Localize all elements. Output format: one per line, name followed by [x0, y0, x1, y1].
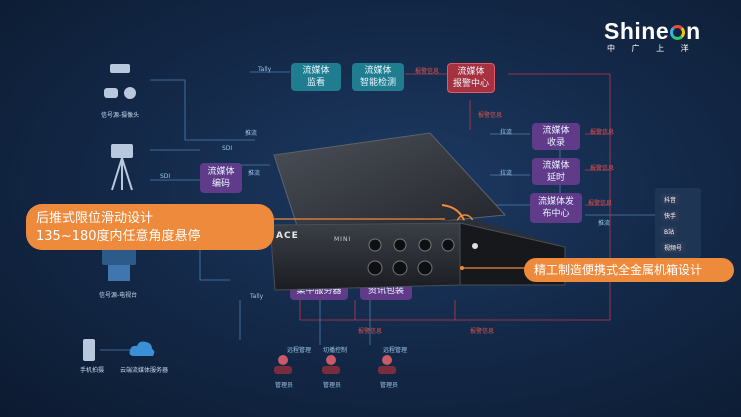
cloud-server-label: 云端流媒体服务器 — [120, 367, 169, 374]
push-label-1: 推流 — [245, 130, 258, 137]
push-label-2: 推流 — [248, 170, 261, 177]
alarm-center-box: 流媒体 报警中心 — [447, 63, 495, 93]
smart-detect-label: 流媒体 智能检测 — [359, 66, 396, 88]
publish-center-box: 流媒体发 布中心 — [530, 193, 582, 223]
logo-ring-icon — [670, 25, 686, 40]
sdi-label-1: SDI — [222, 145, 233, 152]
switch-ctrl-label: 切播控制 — [323, 347, 348, 354]
delay-box: 流媒体 延时 — [532, 158, 580, 185]
device-model-mark: MINI — [334, 236, 352, 243]
operator-label-1: 管理员 — [275, 382, 294, 389]
device-brand-mark: ACE — [276, 231, 299, 241]
encoder-box: 流媒体 编码 — [200, 163, 242, 193]
operator-2-icon — [322, 355, 340, 374]
brand-subtitle: 中 广 上 洋 — [607, 44, 696, 53]
pull-label-1: 拉流 — [500, 129, 513, 136]
platform-kuaishou: 快手 — [661, 210, 680, 221]
camera-icon — [104, 64, 136, 99]
remote-mgmt-label: 远程管理 — [287, 347, 312, 354]
phone-label: 手机拍摄 — [80, 367, 105, 374]
alarm-label-6: 报警信息 — [358, 328, 383, 335]
operator-1-icon — [274, 355, 292, 374]
alarm-label-1: 报警信息 — [415, 68, 440, 75]
alarm-label-3: 报警信息 — [590, 165, 615, 172]
broadcast-source-label: 信号源-电视台 — [99, 292, 138, 299]
operator-label-3: 管理员 — [380, 382, 399, 389]
alarm-label-7: 报警信息 — [470, 328, 495, 335]
tally-label-bottom: Tally — [250, 293, 264, 300]
platform-douyin: 抖音 — [661, 194, 680, 205]
platform-panel: 抖音 快手 B站 视频号 — [655, 188, 701, 258]
receive-label: 流媒体 收录 — [542, 125, 570, 148]
monitor-box: 流媒体 监看 — [291, 63, 341, 91]
brand-name-left: Shine — [604, 18, 670, 44]
phone-icon — [83, 339, 95, 361]
left-callout: 后推式限位滑动设计 135~180度内任意角度悬停 — [26, 204, 274, 250]
monitor-label: 流媒体 监看 — [302, 66, 330, 88]
pull-label-2: 拉流 — [500, 170, 513, 177]
left-callout-line1: 后推式限位滑动设计 — [36, 211, 154, 226]
encoder-label: 流媒体 编码 — [207, 167, 235, 189]
camera-source-label: 信号源-摄像头 — [101, 112, 140, 119]
platform-bilibili: B站 — [661, 226, 678, 237]
smart-detect-box: 流媒体 智能检测 — [352, 63, 404, 91]
alarm-label-4: 报警信息 — [588, 200, 613, 207]
sdi-label-2: SDI — [160, 173, 171, 180]
operator-3-icon — [378, 355, 396, 374]
tally-label-top: Tally — [258, 66, 272, 73]
remote-mgmt-label-2: 远程管理 — [383, 347, 408, 354]
brand-name-right: n — [686, 18, 701, 44]
right-callout: 精工制造便携式全金属机箱设计 — [524, 258, 734, 282]
receive-box: 流媒体 收录 — [532, 123, 580, 150]
delay-label: 流媒体 延时 — [542, 160, 570, 183]
operator-label-2: 管理员 — [323, 382, 342, 389]
publish-center-label: 流媒体发 布中心 — [537, 197, 574, 219]
push-label-3: 推流 — [598, 220, 611, 227]
alarm-label-5: 报警信息 — [478, 112, 503, 119]
platform-shipinhao: 视频号 — [661, 242, 686, 253]
alarm-center-label: 流媒体 报警中心 — [452, 67, 489, 89]
left-callout-line2: 135~180度内任意角度悬停 — [36, 229, 201, 244]
tripod-camera-icon — [111, 144, 133, 191]
alarm-label-2: 报警信息 — [590, 129, 615, 136]
media-pack-label: 资讯包装 — [367, 286, 404, 296]
cloud-icon — [129, 341, 155, 356]
portable-switcher-device — [269, 132, 566, 291]
